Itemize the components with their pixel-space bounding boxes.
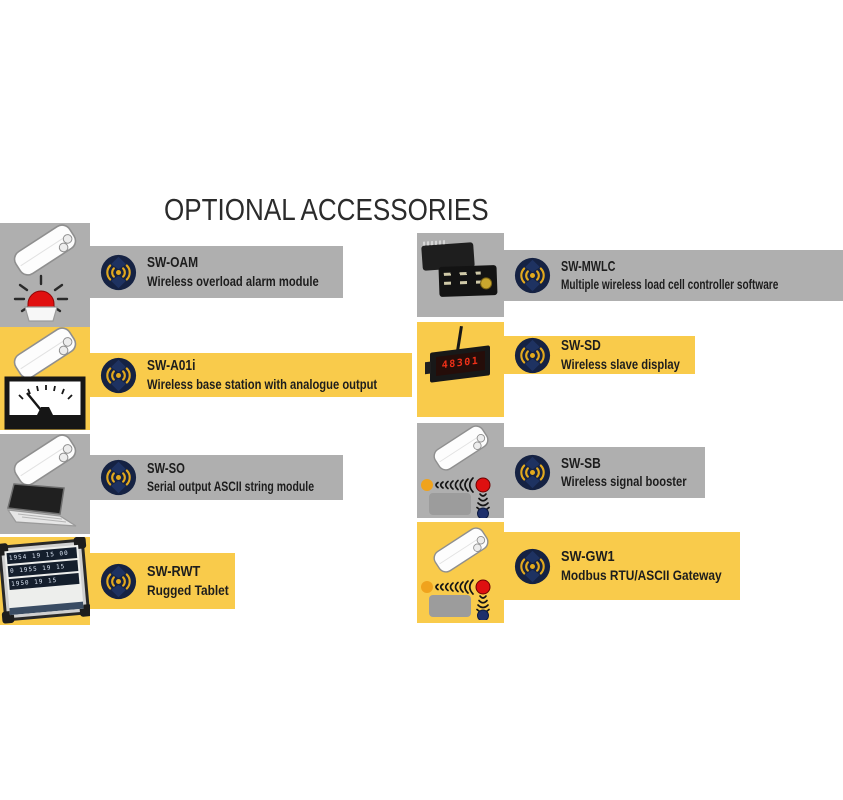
label-text: SW-SB Wireless signal booster — [561, 455, 687, 490]
panel-label-row — [443, 271, 481, 276]
product-code: SW-OAM — [147, 254, 199, 272]
label-text: SW-GW1 Modbus RTU/ASCII Gateway — [561, 548, 722, 583]
slave-display-illustration: 48301 — [425, 345, 490, 383]
label-bar-sw-sd: SW-SD Wireless slave display — [504, 336, 695, 374]
usb-connector-pins — [422, 240, 448, 246]
product-code: SW-MWLC — [561, 257, 616, 275]
display-side-knob — [425, 361, 431, 375]
module-and-laptop-illustration — [6, 434, 80, 527]
gateway-illustration — [420, 524, 492, 622]
label-bar-sw-so: SW-SO Serial output ASCII string module — [90, 455, 343, 500]
rugged-tablet-illustration: 1954 19 15 00 0 1955 19 15 1950 19 15 — [0, 537, 90, 624]
wireless-signal-icon — [100, 356, 137, 394]
label-text: SW-SD Wireless slave display — [561, 337, 680, 372]
product-image-sw-gw1 — [417, 522, 504, 623]
wireless-signal-icon — [514, 336, 551, 374]
product-image-sw-so — [0, 434, 90, 534]
label-bar-sw-sb: SW-SB Wireless signal booster — [504, 447, 705, 498]
signal-booster-illustration — [420, 423, 492, 518]
module-and-analog-meter-illustration — [4, 327, 86, 430]
product-description: Modbus RTU/ASCII Gateway — [561, 566, 722, 583]
product-description: Rugged Tablet — [147, 581, 229, 598]
module-and-alarm-beacon-illustration — [10, 223, 80, 322]
display-readout: 48301 — [436, 350, 485, 376]
panel-label-row — [444, 280, 482, 285]
product-code: SW-GW1 — [561, 548, 615, 566]
product-image-sw-a01i — [0, 327, 90, 430]
label-bar-sw-oam: SW-OAM Wireless overload alarm module — [90, 246, 343, 298]
product-code: SW-SD — [561, 337, 601, 355]
label-text: SW-RWT Rugged Tablet — [147, 563, 229, 598]
product-image-sw-sb — [417, 423, 504, 518]
wireless-signal-icon — [100, 459, 137, 496]
product-code: SW-SB — [561, 454, 601, 472]
label-text: SW-MWLC Multiple wireless load cell cont… — [561, 258, 778, 293]
wireless-signal-icon — [514, 547, 551, 585]
label-bar-sw-a01i: SW-A01i Wireless base station with analo… — [90, 353, 412, 397]
label-bar-sw-gw1: SW-GW1 Modbus RTU/ASCII Gateway — [504, 532, 740, 600]
product-code: SW-A01i — [147, 357, 196, 375]
product-code: SW-SO — [147, 459, 185, 477]
panel-led — [479, 277, 493, 290]
label-text: SW-SO Serial output ASCII string module — [147, 460, 314, 495]
wireless-signal-icon — [514, 257, 551, 294]
product-code: SW-RWT — [147, 563, 201, 581]
wireless-signal-icon — [100, 253, 137, 291]
label-text: SW-A01i Wireless base station with analo… — [147, 357, 377, 392]
label-bar-sw-mwlc: SW-MWLC Multiple wireless load cell cont… — [504, 250, 843, 301]
product-description: Serial output ASCII string module — [147, 478, 315, 495]
display-antenna — [456, 325, 463, 352]
product-image-sw-mwlc — [417, 233, 504, 317]
product-image-sw-rwt: 1954 19 15 00 0 1955 19 15 1950 19 15 — [0, 537, 90, 625]
page-title: OPTIONAL ACCESSORIES — [164, 192, 489, 227]
label-bar-sw-rwt: SW-RWT Rugged Tablet — [90, 553, 235, 609]
product-image-sw-oam — [0, 223, 90, 327]
wireless-signal-icon — [514, 454, 551, 491]
controller-software-panel-illustration — [438, 264, 498, 298]
product-description: Wireless overload alarm module — [147, 272, 319, 289]
wireless-signal-icon — [100, 562, 137, 600]
label-text: SW-OAM Wireless overload alarm module — [147, 254, 319, 289]
tablet-screen: 1954 19 15 00 0 1955 19 15 1950 19 15 — [4, 544, 84, 616]
product-description: Wireless signal booster — [561, 473, 687, 490]
product-description: Wireless slave display — [561, 355, 680, 372]
product-description: Wireless base station with analogue outp… — [147, 375, 378, 392]
product-image-sw-sd: 48301 — [417, 322, 504, 417]
product-description: Multiple wireless load cell controller s… — [561, 276, 779, 293]
tablet-taskbar — [9, 601, 84, 616]
